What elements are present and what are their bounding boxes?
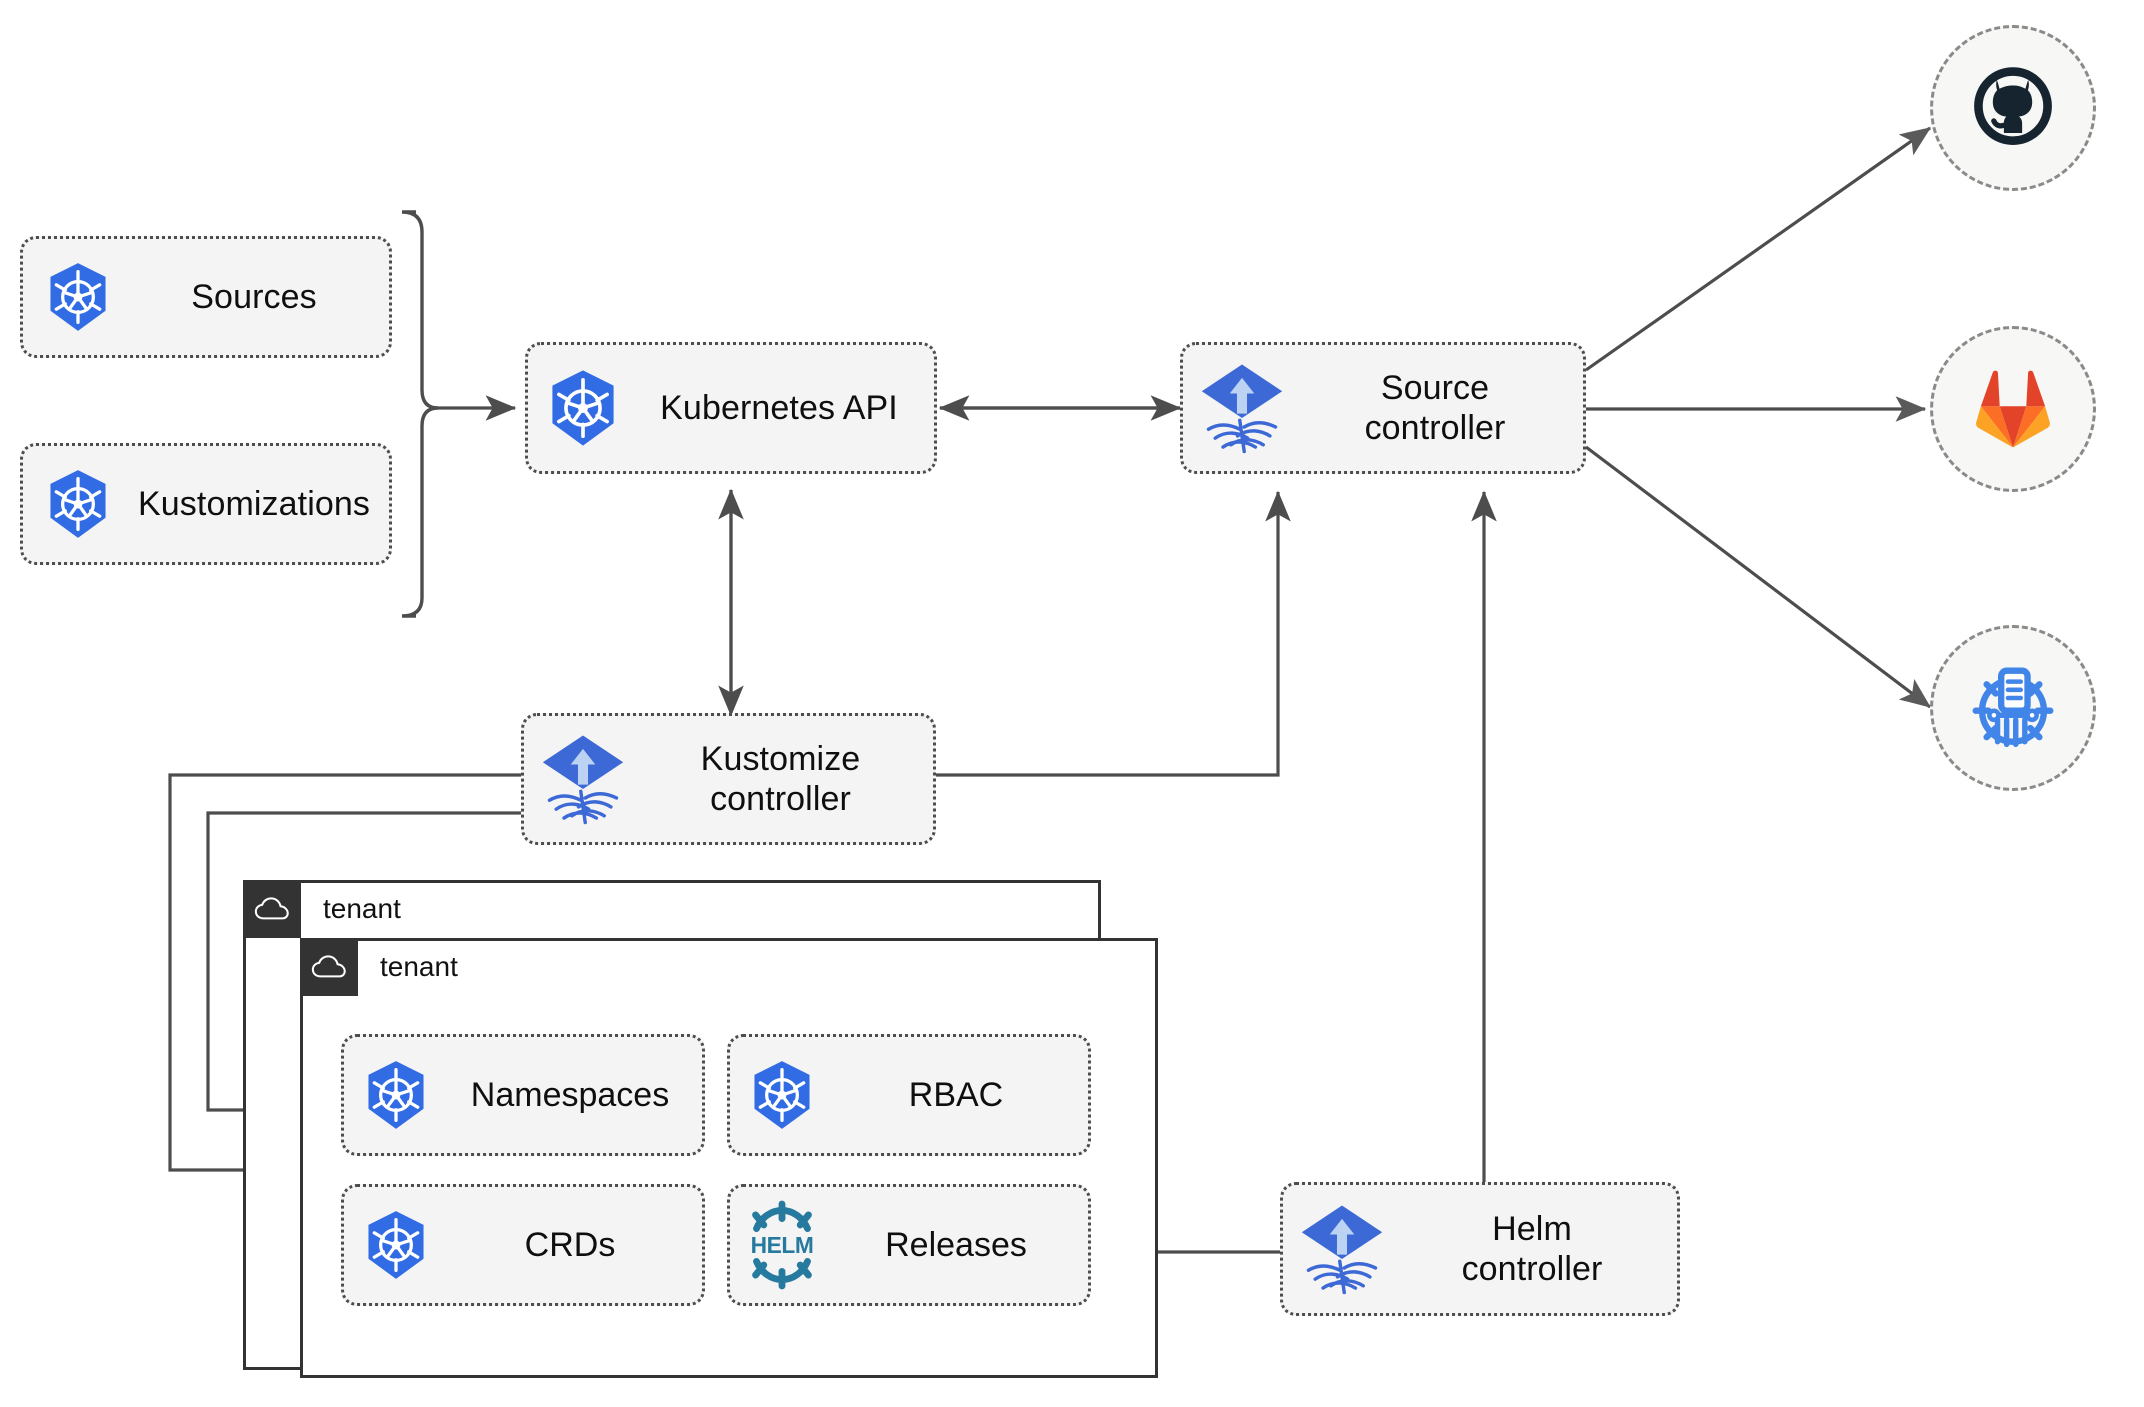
chip-label-crds: CRDs (524, 1225, 616, 1264)
chip-label-namespaces: Namespaces (470, 1075, 670, 1114)
harbor-icon (1972, 667, 2054, 748)
gitlab-icon (1976, 370, 2050, 448)
endpoint-github[interactable] (1930, 25, 2096, 191)
wire-source-to-github (1585, 126, 1932, 372)
kubernetes-icon (730, 1059, 834, 1131)
node-source-controller[interactable]: Source controller (1180, 342, 1586, 474)
node-label-kustomize-controller: Kustomize controller (700, 739, 861, 818)
node-label-kubernetes-api: Kubernetes API (660, 388, 898, 427)
tenant-resource-releases[interactable]: HELM Releases (727, 1184, 1091, 1306)
wire-source-to-harbor (1585, 445, 1932, 709)
flux-icon (1183, 360, 1301, 456)
flux-icon (524, 731, 642, 827)
svg-text:HELM: HELM (751, 1232, 814, 1258)
wire-kustomize-to-source (936, 490, 1291, 777)
kubernetes-icon (23, 261, 133, 333)
github-icon (1974, 67, 2052, 145)
flux-icon (1283, 1201, 1401, 1297)
kubernetes-icon (344, 1059, 448, 1131)
kubernetes-icon (344, 1209, 448, 1281)
node-kubernetes-api[interactable]: Kubernetes API (525, 342, 937, 474)
endpoint-gitlab[interactable] (1930, 326, 2096, 492)
tenant-tab-back: tenant (243, 880, 401, 938)
resource-node-kustomizations[interactable]: Kustomizations (20, 443, 392, 565)
cloud-icon (300, 938, 358, 996)
kubernetes-icon (528, 368, 638, 448)
node-helm-controller[interactable]: Helm controller (1280, 1182, 1680, 1316)
node-kustomize-controller[interactable]: Kustomize controller (521, 713, 936, 845)
tenant-resource-crds[interactable]: CRDs (341, 1184, 705, 1306)
endpoint-helm-repository[interactable] (1930, 625, 2096, 791)
chip-label-releases: Releases (885, 1225, 1027, 1264)
tenant-resource-namespaces[interactable]: Namespaces (341, 1034, 705, 1156)
chip-label-rbac: RBAC (908, 1075, 1004, 1114)
tenant-tab-front: tenant (300, 938, 458, 996)
tenant-resource-rbac[interactable]: RBAC (727, 1034, 1091, 1156)
node-label-source-controller: Source controller (1364, 368, 1506, 447)
node-label-helm-controller: Helm controller (1461, 1209, 1603, 1288)
resource-label-kustomizations: Kustomizations (138, 484, 370, 523)
resource-node-sources[interactable]: Sources (20, 236, 392, 358)
kubernetes-icon (23, 468, 133, 540)
resources-bracket (401, 210, 439, 618)
tenant-name-front: tenant (380, 951, 458, 982)
tenant-name-back: tenant (323, 893, 401, 924)
tenant-panel-front[interactable]: tenant (300, 938, 1158, 1378)
cloud-icon (243, 880, 301, 938)
resource-label-sources: Sources (191, 277, 317, 316)
helm-icon: HELM (730, 1200, 834, 1290)
